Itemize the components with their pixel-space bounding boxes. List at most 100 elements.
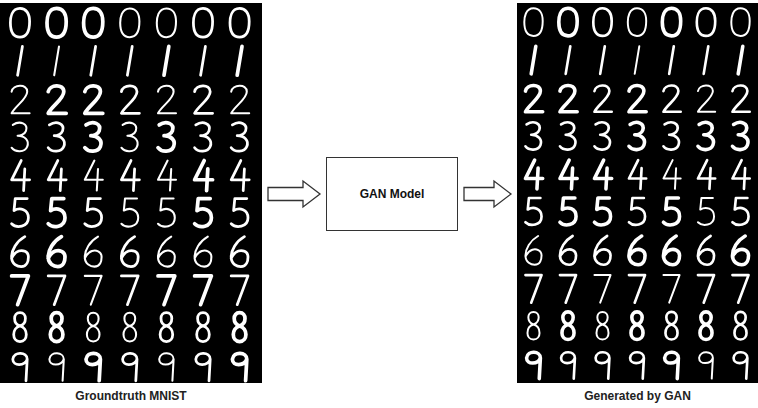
illustration-part	[531, 46, 743, 74]
digit-glyph	[594, 275, 610, 303]
digit-glyph	[48, 86, 66, 113]
digit-glyph	[525, 275, 541, 303]
illustration-part	[527, 312, 746, 340]
digit-glyph	[231, 237, 248, 267]
hollow-arrow	[268, 181, 320, 207]
illustration-part	[13, 353, 247, 380]
illustration-part	[12, 86, 250, 113]
digit-glyph	[700, 312, 712, 340]
digit-glyph	[87, 313, 100, 342]
digit-glyph	[195, 161, 213, 191]
digit-glyph	[669, 46, 674, 74]
digit-glyph	[195, 86, 213, 113]
digit-glyph	[732, 198, 748, 225]
digit-glyph	[12, 161, 30, 191]
digit-glyph	[195, 237, 212, 267]
digit-glyph	[594, 160, 611, 189]
digit-glyph	[85, 86, 103, 113]
digit-glyph	[596, 352, 610, 378]
digit-glyph	[121, 276, 138, 305]
image-panel: Generated by GAN	[517, 3, 758, 403]
digit-glyph	[231, 86, 249, 113]
digit-glyph	[663, 122, 679, 149]
digit-glyph	[663, 275, 679, 303]
digit-glyph	[734, 312, 746, 340]
digit-glyph	[561, 352, 575, 378]
digit-glyph	[231, 161, 249, 191]
digit-glyph	[201, 46, 206, 75]
digit-glyph	[594, 198, 610, 225]
digit-glyph	[562, 312, 574, 340]
digit-glyph	[662, 8, 680, 36]
digit-glyph	[665, 312, 677, 340]
digit-glyph	[594, 236, 610, 265]
digit-glyph	[527, 312, 539, 340]
digit-glyph	[596, 312, 608, 340]
digit-glyph	[531, 46, 536, 74]
digit-glyph	[663, 85, 680, 111]
digit-glyph	[12, 199, 29, 227]
digit-glyph	[663, 198, 679, 225]
digit-glyph	[698, 198, 714, 225]
illustration-part	[12, 123, 248, 151]
digit-glyph	[629, 160, 646, 189]
digit-glyph	[158, 123, 174, 151]
digit-glyph	[10, 8, 29, 37]
digit-glyph	[525, 236, 541, 265]
digit-glyph	[157, 8, 176, 37]
digit-glyph	[738, 46, 743, 74]
digit-glyph	[195, 199, 212, 227]
digit-glyph	[48, 161, 66, 191]
digit-glyph	[158, 199, 175, 227]
illustration-part	[525, 160, 749, 189]
illustration-part	[10, 8, 249, 37]
digit-glyph	[594, 122, 610, 149]
digit-glyph	[697, 8, 715, 36]
illustration-part	[12, 199, 248, 227]
digit-glyph	[525, 160, 542, 189]
illustration-part	[525, 236, 748, 265]
digit-glyph	[525, 198, 541, 225]
illustration-part	[12, 161, 250, 191]
digit-glyph	[91, 46, 96, 75]
illustration-part	[18, 46, 242, 75]
digit-glyph	[48, 276, 65, 305]
digit-glyph	[560, 85, 577, 111]
digit-glyph	[635, 46, 640, 74]
digit-glyph	[85, 199, 102, 227]
digit-glyph	[631, 312, 643, 340]
digit-glyph	[14, 313, 27, 342]
digit-glyph	[86, 353, 100, 380]
illustration-part	[14, 313, 246, 342]
digit-glyph	[195, 123, 211, 151]
image-caption: Generated by GAN	[584, 389, 691, 403]
digit-glyph	[525, 122, 541, 149]
digit-glyph	[560, 275, 576, 303]
digit-glyph	[732, 122, 748, 149]
digit-glyph	[665, 352, 679, 378]
digit-glyph	[124, 313, 137, 342]
digit-glyph	[158, 86, 176, 113]
illustration-part	[517, 3, 758, 383]
digit-glyph	[48, 237, 65, 267]
digit-glyph	[699, 352, 713, 378]
illustration-part	[525, 122, 748, 149]
digit-glyph	[12, 237, 29, 267]
digit-glyph	[121, 199, 138, 227]
digit-glyph	[48, 199, 65, 227]
digit-glyph	[49, 353, 63, 380]
digit-glyph	[594, 85, 611, 111]
digit-glyph	[12, 123, 28, 151]
digit-glyph	[50, 313, 63, 342]
digit-glyph	[13, 353, 27, 380]
digit-glyph	[698, 275, 714, 303]
digit-glyph	[629, 275, 645, 303]
digit-glyph	[85, 123, 101, 151]
digit-glyph	[84, 8, 103, 37]
digit-glyph	[559, 8, 577, 36]
illustration-part	[524, 8, 749, 378]
digit-glyph	[732, 275, 748, 303]
digit-glyph	[54, 46, 59, 75]
digit-glyph	[698, 236, 714, 265]
digit-glyph	[593, 8, 611, 36]
